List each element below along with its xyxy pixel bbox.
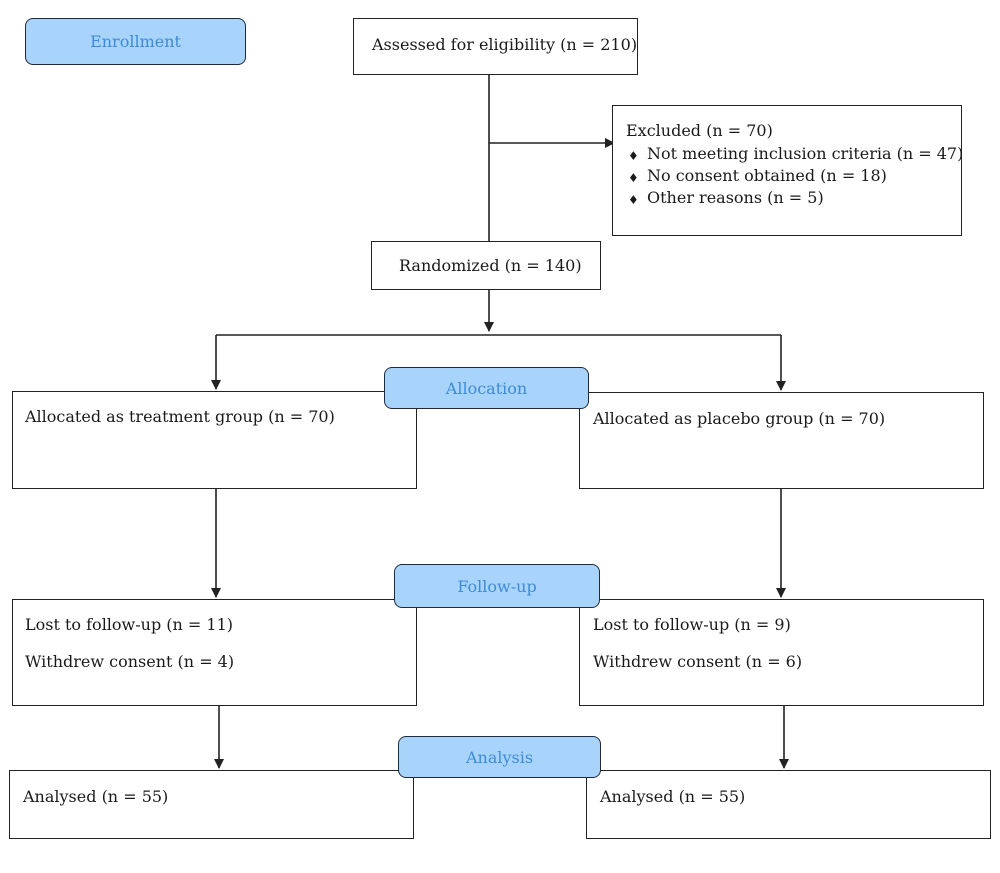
placebo-analysed-label: Analysed (n = 55): [600, 787, 746, 806]
treatment-analysed-label: Analysed (n = 55): [23, 787, 169, 806]
excluded-box: Excluded (n = 70) ♦ Not meeting inclusio…: [612, 105, 964, 236]
treatment-withdrew-label: Withdrew consent (n = 4): [25, 652, 235, 671]
treatment-lost-label: Lost to follow-up (n = 11): [25, 615, 234, 634]
treatment-followup-box: Lost to follow-up (n = 11) Withdrew cons…: [12, 599, 417, 706]
randomized-box: Randomized (n = 140): [371, 241, 601, 290]
follow-up-phase-label: Follow-up: [394, 564, 600, 608]
excluded-reason: No consent obtained (n = 18): [647, 166, 887, 185]
placebo-withdrew-label: Withdrew consent (n = 6): [593, 652, 803, 671]
treatment-allocation-box: Allocated as treatment group (n = 70): [12, 391, 417, 489]
randomized-label: Randomized (n = 140): [399, 256, 582, 275]
placebo-allocation-label: Allocated as placebo group (n = 70): [593, 409, 886, 428]
excluded-reason: Other reasons (n = 5): [647, 188, 824, 207]
treatment-allocation-label: Allocated as treatment group (n = 70): [25, 407, 335, 426]
excluded-title: Excluded (n = 70): [626, 121, 773, 140]
treatment-analysis-box: Analysed (n = 55): [9, 770, 414, 839]
assessed-box: Assessed for eligibility (n = 210): [353, 18, 638, 75]
placebo-allocation-box: Allocated as placebo group (n = 70): [579, 392, 984, 489]
bullet-icon: ♦: [628, 193, 639, 207]
placebo-followup-box: Lost to follow-up (n = 9) Withdrew conse…: [579, 599, 984, 706]
assessed-label: Assessed for eligibility (n = 210): [372, 35, 638, 54]
analysis-phase-label: Analysis: [398, 736, 601, 778]
excluded-reason: Not meeting inclusion criteria (n = 47): [647, 144, 964, 163]
allocation-phase-label: Allocation: [384, 367, 589, 409]
enrollment-phase-label: Enrollment: [25, 18, 246, 65]
bullet-icon: ♦: [628, 171, 639, 185]
bullet-icon: ♦: [628, 149, 639, 163]
placebo-lost-label: Lost to follow-up (n = 9): [593, 615, 791, 634]
placebo-analysis-box: Analysed (n = 55): [586, 770, 991, 839]
